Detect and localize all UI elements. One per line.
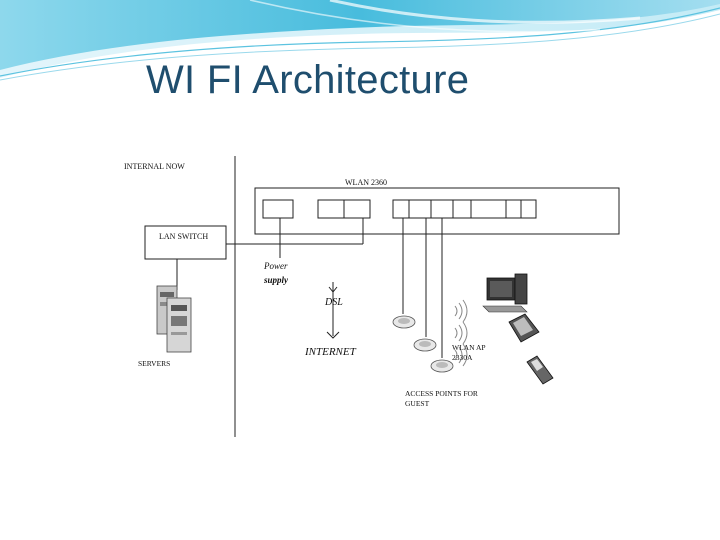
- label-internal-now: INTERNAL NOW: [124, 162, 185, 171]
- network-diagram-canvas: INTERNAL NOW WLAN 2360 LAN SWITCH Power …: [124, 156, 620, 437]
- access-point-icon: [413, 338, 437, 352]
- server-icon: [156, 285, 192, 353]
- label-wlan-ap-line1: WLAN AP: [452, 343, 486, 352]
- pda-icon: [508, 313, 540, 343]
- wlan-port-block-3: [392, 199, 537, 219]
- wlan-switch-chassis: [254, 187, 620, 235]
- label-access-points-line1: ACCESS POINTS FOR: [405, 389, 478, 398]
- label-lan-switch: LAN SWITCH: [159, 232, 208, 241]
- network-diagram: INTERNAL NOW WLAN 2360 LAN SWITCH Power …: [101, 152, 620, 439]
- desktop-computer-icon: [482, 273, 528, 313]
- access-point-icon: [392, 315, 416, 329]
- access-point-icon: [430, 359, 454, 373]
- wlan-port-block-1: [262, 199, 294, 219]
- label-wlan-ap-line2: 2330A: [452, 353, 473, 362]
- slide-title: WI FI Architecture: [146, 58, 470, 102]
- label-access-points-line2: GUEST: [405, 399, 430, 408]
- lan-switch-box: [144, 225, 227, 260]
- label-power-supply-line2: supply: [263, 275, 289, 285]
- label-dsl: DSL: [324, 297, 343, 308]
- header-swoosh-decoration: [0, 0, 720, 81]
- label-servers: SERVERS: [138, 359, 170, 368]
- wireless-signal-icon: [454, 299, 468, 367]
- label-wlan-switch: WLAN 2360: [345, 178, 387, 187]
- label-power-supply-line1: Power: [263, 261, 288, 271]
- mobile-phone-icon: [526, 355, 554, 385]
- label-internet: INTERNET: [304, 346, 357, 358]
